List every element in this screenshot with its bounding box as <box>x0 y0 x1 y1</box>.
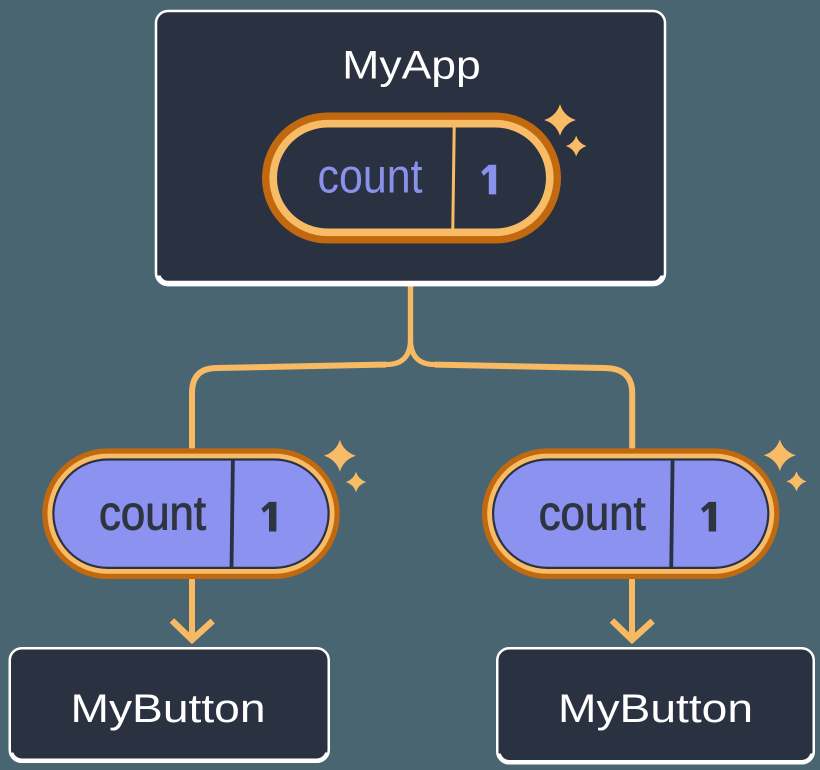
svg-text:count: count <box>318 151 423 204</box>
svg-text:count: count <box>539 488 646 541</box>
svg-text:count: count <box>99 488 206 541</box>
svg-text:MyApp: MyApp <box>342 43 481 87</box>
svg-text:MyButton: MyButton <box>71 687 266 731</box>
svg-text:MyButton: MyButton <box>558 687 753 731</box>
